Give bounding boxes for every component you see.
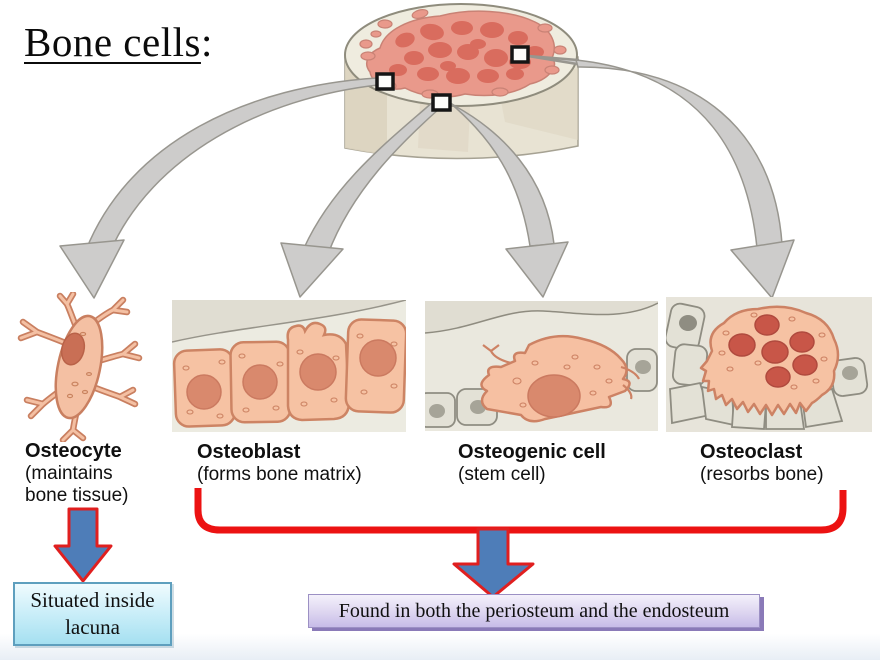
lacuna-callout-line1: Situated inside (30, 588, 155, 612)
osteocyte-illustration (17, 292, 143, 442)
osteocyte-name: Osteocyte (25, 440, 122, 462)
page-title-text: Bone cells (24, 19, 201, 65)
group-bracket (194, 488, 847, 534)
osteogenic-cell-illustration (425, 301, 658, 431)
curved-arrow-to-osteocyte-icon (59, 77, 379, 299)
curved-arrow-to-osteoblast-icon (280, 100, 441, 298)
down-arrow-to-periosteum-icon (452, 527, 535, 599)
lacuna-callout-line2: lacuna (65, 615, 120, 639)
osteoclast-name: Osteoclast (700, 441, 803, 463)
page-title-colon: : (200, 19, 213, 65)
periosteum-callout-box: Found in both the periosteum and the end… (308, 594, 760, 628)
osteoblast-nucleus (186, 374, 222, 410)
osteocyte-label: Osteocyte (maintains bone tissue) (25, 440, 129, 507)
bone-site-marker-left (375, 72, 395, 91)
osteoblast-illustration (172, 300, 406, 432)
bone-site-marker-right (510, 45, 530, 64)
osteocyte-desc-line1: (maintains (25, 463, 113, 484)
trabecular-spaces (389, 21, 544, 84)
osteoclast-label: Osteoclast (resorbs bone) (700, 441, 824, 486)
bone-site-marker-bottom (431, 93, 452, 112)
osteogenic-nucleus (527, 374, 581, 418)
curved-arrow-to-osteogenic-icon (448, 101, 569, 298)
osteocyte-desc-line2: bone tissue) (25, 485, 129, 506)
osteoblast-name: Osteoblast (197, 441, 301, 463)
osteoclast-desc: (resorbs bone) (700, 464, 824, 485)
osteoblast-label: Osteoblast (forms bone matrix) (197, 441, 362, 486)
osteoclast-illustration (666, 297, 872, 432)
curved-arrow-to-osteoclast-icon (526, 54, 795, 299)
down-arrow-to-lacuna-icon (53, 507, 113, 583)
lacuna-callout-box: Situated inside lacuna (13, 582, 172, 646)
osteoblast-desc: (forms bone matrix) (197, 464, 362, 485)
osteocyte-nucleus (60, 332, 86, 366)
page-title: Bone cells: (24, 18, 213, 66)
osteogenic-label: Osteogenic cell (stem cell) (458, 441, 606, 486)
osteogenic-name: Osteogenic cell (458, 441, 606, 463)
periosteum-callout-text: Found in both the periosteum and the end… (338, 599, 730, 622)
osteogenic-desc: (stem cell) (458, 464, 546, 485)
